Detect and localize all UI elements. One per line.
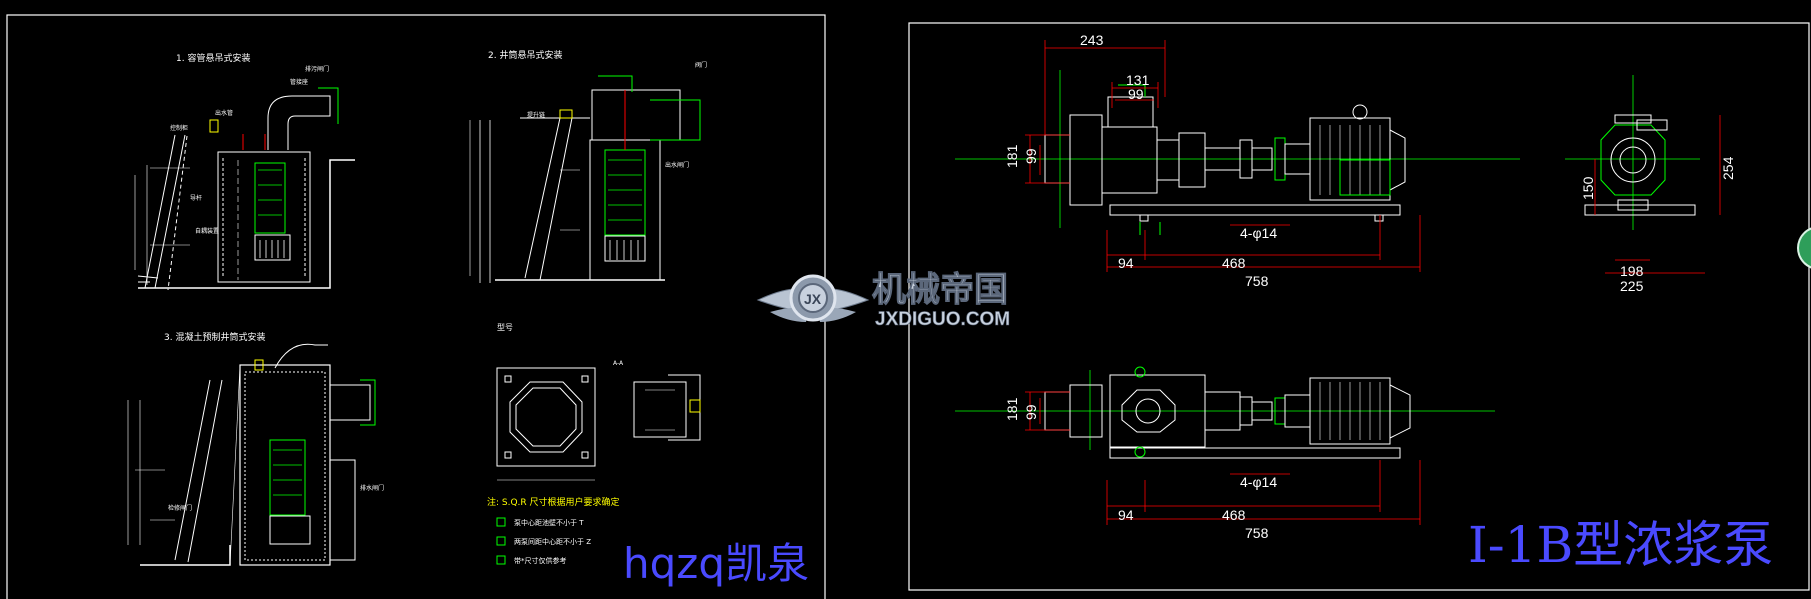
callout-2: 管接座 xyxy=(290,78,308,86)
left-drawing-sheet: 1. 容管悬吊式安装 2. 井筒悬吊式安装 3. 混凝土预制井筒式安装 xyxy=(6,14,826,599)
dim-181-top: 181 xyxy=(1004,144,1020,168)
svg-text:JX: JX xyxy=(804,291,822,307)
dim-181-bottom: 181 xyxy=(1004,397,1020,421)
callout-8: 阀门 xyxy=(695,61,707,69)
section-view xyxy=(633,374,701,441)
callout-3: 控制柜 xyxy=(170,124,188,132)
watermark-line-2: JXDIGUO.COM xyxy=(875,309,1010,330)
dim-94-top: 94 xyxy=(1118,255,1134,271)
drawing-1-pipe-suspension xyxy=(134,87,355,291)
dim-225: 225 xyxy=(1620,278,1644,294)
callout-4: 出水管 xyxy=(215,109,233,117)
dim-bolt-top: 4-φ14 xyxy=(1240,225,1277,241)
dimensions-top xyxy=(1025,40,1421,272)
callout-1: 排污闸门 xyxy=(305,65,329,73)
callout-5: 导杆 xyxy=(190,194,202,202)
model-label: 型号 xyxy=(497,323,513,332)
drawing-2-well-suspension xyxy=(469,75,701,283)
drawing-3-concrete-well xyxy=(127,343,376,566)
note-item-1: 泵中心距池壁不小于 T xyxy=(514,518,584,527)
dim-99-bottom: 99 xyxy=(1023,404,1039,420)
dim-243: 243 xyxy=(1080,32,1104,48)
callout-7: 提升链 xyxy=(527,111,545,119)
callout-10: 检修闸门 xyxy=(168,504,192,512)
dim-468-top: 468 xyxy=(1222,255,1246,271)
dim-758-bottom: 758 xyxy=(1245,525,1269,541)
note-item-2: 两泵间距中心距不小于 Z xyxy=(514,537,591,546)
drawing-title: I-1B型浓浆泵 xyxy=(1468,516,1773,574)
dim-131: 131 xyxy=(1126,72,1150,88)
title-1: 1. 容管悬吊式安装 xyxy=(176,52,250,64)
note-item-3: 带*尺寸仅供参考 xyxy=(514,556,567,565)
right-drawing-sheet: 243 131 99 181 99 4-φ14 94 468 758 150 2… xyxy=(908,22,1810,591)
note-marker-2 xyxy=(496,536,506,546)
note-marker-1 xyxy=(496,517,506,527)
dim-758-top: 758 xyxy=(1245,273,1269,289)
dimensions-side xyxy=(1594,115,1721,274)
notes-heading: 注: S.Q.R 尺寸根据用户要求确定 xyxy=(487,496,620,508)
title-2: 2. 井筒悬吊式安装 xyxy=(488,49,562,61)
dim-254: 254 xyxy=(1720,156,1736,180)
callout-9: 出水闸门 xyxy=(665,161,689,169)
left-signature: hqzq凯泉 xyxy=(623,539,809,588)
callout-6: 自耦装置 xyxy=(195,227,219,235)
dim-150: 150 xyxy=(1580,176,1596,200)
title-3: 3. 混凝土预制井筒式安装 xyxy=(164,331,265,343)
dim-94-bottom: 94 xyxy=(1118,507,1134,523)
plan-view xyxy=(496,367,596,481)
dim-99-top: 99 xyxy=(1128,86,1144,102)
gear-wings-logo-icon: JX xyxy=(756,274,870,322)
dim-99-left: 99 xyxy=(1023,148,1039,164)
watermark-line-1: 机械帝国 xyxy=(872,271,1008,309)
callout-11: 排水闸门 xyxy=(360,484,384,492)
pump-side-view xyxy=(1565,75,1700,230)
watermark: JX 机械帝国 JXDIGUO.COM xyxy=(756,271,1010,330)
pump-plan-view xyxy=(955,366,1495,459)
dim-468-bottom: 468 xyxy=(1222,507,1246,523)
dim-bolt-bottom: 4-φ14 xyxy=(1240,474,1277,490)
dim-198: 198 xyxy=(1620,263,1644,279)
note-marker-3 xyxy=(496,555,506,565)
dimensions-bottom xyxy=(1025,391,1421,525)
section-label: A-A xyxy=(613,360,624,367)
